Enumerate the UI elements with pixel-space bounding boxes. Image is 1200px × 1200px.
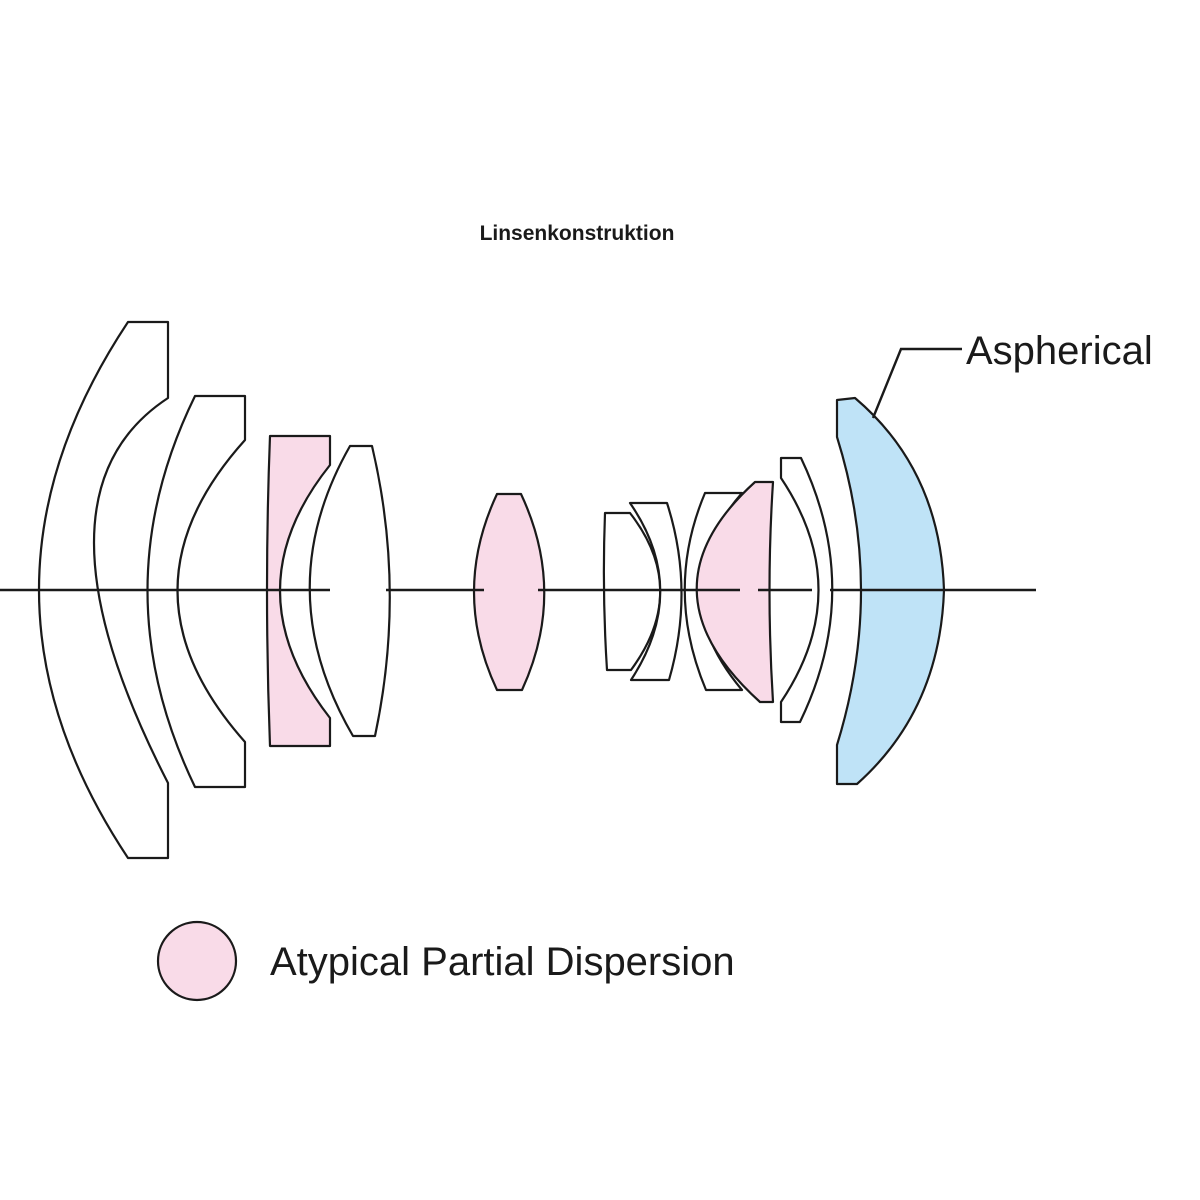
lens-element-5 [473, 492, 546, 692]
lens-element-6 [602, 511, 662, 672]
aspherical-label: Aspherical [966, 329, 1153, 373]
lens-element-3 [265, 434, 332, 748]
legend: Atypical Partial Dispersion [156, 920, 735, 1002]
lens-element-7 [628, 501, 683, 682]
legend-label: Atypical Partial Dispersion [270, 940, 735, 984]
lens-element-9 [695, 480, 775, 704]
lens-element-4 [308, 444, 391, 738]
lens-elements [38, 320, 946, 860]
legend-swatch [156, 920, 238, 1002]
lens-element-2 [146, 394, 247, 789]
lens-element-1 [38, 320, 170, 860]
callout-leader-line [871, 347, 962, 419]
aspherical-callout: Aspherical [871, 329, 1153, 419]
diagram-title: Linsenkonstruktion [480, 222, 675, 245]
lens-element-10 [779, 456, 834, 724]
